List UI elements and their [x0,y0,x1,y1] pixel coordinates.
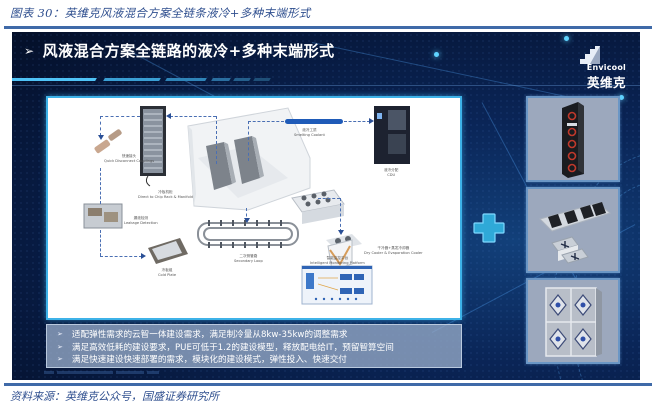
footer-decor [44,371,159,374]
glow-node [619,95,624,100]
network-line [311,42,567,98]
slide-title: ➢ 风液混合方案全链路的液冷+多种末端形式 [24,40,335,61]
bullet-arrow-icon: ➢ [57,355,63,364]
rack-top-units-image [539,202,612,264]
diagram-illustration [83,106,410,305]
flow-line [100,168,101,204]
data-room-illustration [187,107,311,211]
benefit-item: ➢ 满足高效低耗的建设要求，PUE可低于1.2的建设模型，释放配电给IT，预留智… [57,342,394,353]
flow-arrow-icon [141,253,146,259]
coolant-pipe-illustration [285,119,343,124]
flow-line [248,121,249,161]
flow-line [246,208,247,222]
flow-arrow-icon [369,118,374,124]
evaporation-cooler-illustration [326,234,362,271]
dry-cooler-top-illustration [291,189,345,224]
product-rack-top-and-fan-units [526,187,620,273]
brand-name-en: Envicool [586,63,626,72]
flow-line [100,116,101,136]
cold-plate-illustration [148,238,188,264]
flow-arrow-icon [98,135,104,140]
flow-line [170,116,216,117]
flow-line [100,256,142,257]
slide: ➢ 风液混合方案全链路的液冷+多种末端形式 Envicool 英维克 [12,32,640,380]
source-note: 资料来源：英维克公众号，国盛证券研究所 [10,390,219,403]
secondary-loop-illustration [197,222,299,246]
benefit-item: ➢ 适配弹性需求的云智一体建设需求，满足制冷量从8kw-35kw的调整需求 [57,330,348,341]
flow-arrow-icon [244,218,250,223]
title-underline [12,85,640,86]
flow-line [344,121,370,122]
brand-name-cn: 英维克 [586,75,626,90]
quick-disconnect-illustration [94,129,122,154]
flow-arrow-icon [166,113,171,119]
slide-title-text: 风液混合方案全链路的液冷+多种末端形式 [42,42,335,60]
figure-caption: 图表 30：英维克风液混合方案全链条液冷+多种末端形式 [10,6,311,20]
title-bullet-icon: ➢ [24,43,35,58]
bullet-arrow-icon: ➢ [57,330,63,339]
glow-node [434,52,439,57]
cdu-illustration [374,106,410,164]
cooling-cabinet-image [562,102,584,178]
flow-line [100,116,140,117]
monitoring-platform-illustration [301,265,373,305]
product-in-row-cooling-cabinet [526,96,620,182]
leakage-detection-illustration [83,203,123,229]
flow-line [216,116,217,164]
source-rule [4,383,652,386]
benefit-item: ➢ 满足快速建设快速部署的需求，模块化的建设模式，弹性投入、快速交付 [57,355,347,366]
flow-line [318,198,340,199]
title-decor-bars [12,78,272,82]
plus-icon [473,213,505,243]
product-fan-wall-unit [526,278,620,364]
bullet-arrow-icon: ➢ [57,342,63,351]
stair-step-logo-icon [580,46,600,64]
flow-line [100,230,101,256]
flow-arrow-icon [338,230,344,235]
benefits-panel: ➢ 适配弹性需求的云智一体建设需求，满足制冷量从8kw-35kw的调整需求 ➢ … [46,324,462,368]
flow-line [340,198,341,232]
flow-line [248,121,284,122]
rack-manifold-illustration [140,106,166,187]
fan-wall-image [545,287,602,357]
caption-rule [4,26,652,29]
glow-node [564,36,569,41]
